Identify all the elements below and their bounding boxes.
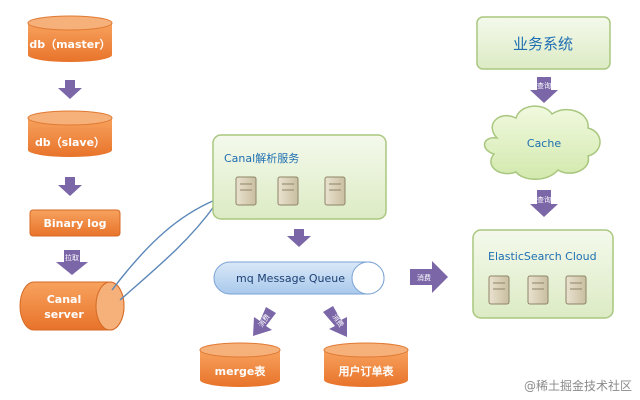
arrow-down-parse	[287, 229, 311, 247]
connector-curve-1	[111, 199, 216, 291]
merge-table-label: merge表	[215, 364, 267, 378]
cache-label: Cache	[527, 137, 561, 150]
arrow-down-2	[58, 177, 82, 196]
query-arrow-top-label: 查询	[537, 81, 551, 90]
es-cloud-box: ElasticSearch Cloud	[472, 229, 614, 319]
canal-server-label-2: server	[44, 308, 84, 321]
canal-server-cylinder: Canal server	[19, 281, 125, 331]
db-slave-cylinder: db（slave）	[27, 110, 113, 157]
canal-parse-box: Canal解析服务	[212, 134, 387, 220]
server-icon	[527, 275, 549, 305]
consume-arrow-right: 消费	[410, 261, 448, 293]
query-arrow-top: 查询	[530, 77, 558, 103]
server-icon	[277, 176, 299, 206]
business-system-label: 业务系统	[513, 35, 573, 53]
server-icon	[324, 176, 346, 206]
consume-arrow-right-label: 消费	[417, 273, 431, 282]
mq-label: mq Message Queue	[236, 272, 345, 285]
db-slave-label: db（slave）	[35, 136, 105, 149]
server-icon	[235, 176, 257, 206]
server-icon	[488, 275, 510, 305]
connector-curve-2	[119, 204, 216, 301]
query-arrow-bottom-label: 查询	[537, 195, 551, 204]
db-master-cylinder: db（master）	[27, 15, 113, 62]
merge-table-cylinder: merge表	[199, 342, 281, 387]
query-arrow-bottom: 查询	[530, 190, 558, 217]
user-order-table-label: 用户订单表	[339, 364, 395, 378]
db-master-label: db（master）	[29, 38, 110, 51]
canal-parse-label: Canal解析服务	[224, 151, 299, 165]
canal-server-label-1: Canal	[47, 293, 82, 306]
watermark: @稀土掘金技术社区	[523, 379, 632, 393]
mq-cylinder: mq Message Queue	[213, 261, 385, 295]
pull-arrow-label: 拉取	[65, 253, 79, 262]
consume-arrow-merge: 消费	[253, 307, 276, 336]
arrow-down-1	[58, 80, 82, 99]
es-cloud-label: ElasticSearch Cloud	[488, 250, 597, 263]
consume-arrow-order: 消费	[323, 306, 347, 337]
business-system-box: 业务系统	[476, 16, 611, 70]
user-order-table-cylinder: 用户订单表	[323, 342, 409, 387]
binary-log-box: Binary log	[29, 209, 121, 237]
binary-log-label: Binary log	[43, 217, 106, 230]
cache-cloud: Cache	[483, 105, 601, 180]
server-icon	[565, 275, 587, 305]
pull-arrow: 拉取	[56, 250, 88, 275]
